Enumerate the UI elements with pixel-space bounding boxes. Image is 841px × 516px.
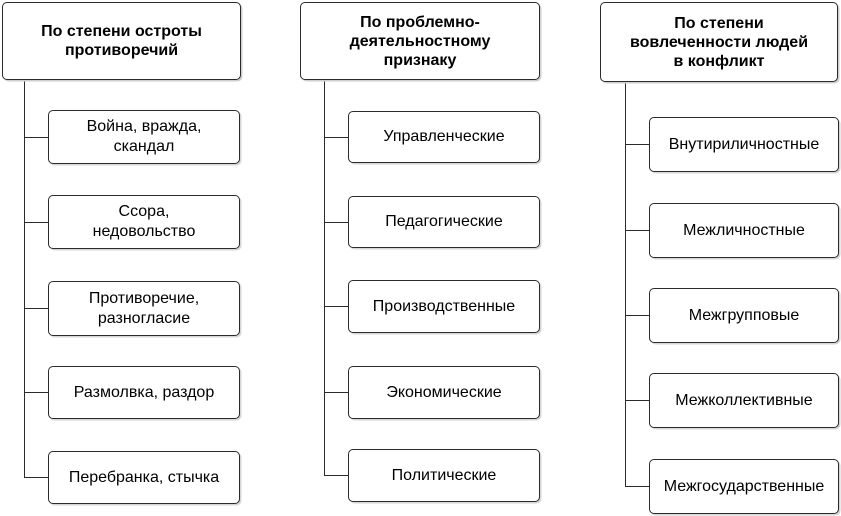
column-1-item-5: Перебранка, стычка [48, 451, 240, 504]
column-3-item-2: Межличностные [649, 203, 839, 258]
column-3-item-5: Межгосударственные [649, 459, 839, 514]
column-3-connector-branch [625, 315, 649, 316]
column-3-connector-branch [625, 486, 649, 487]
column-2-header: По проблемно- деятельностному признаку [300, 2, 540, 80]
column-2-connector-trunk [324, 80, 325, 475]
column-2-connector-branch [324, 137, 348, 138]
column-3-header: По степени вовлеченности людей в конфлик… [600, 2, 838, 82]
column-2-item-2: Педагогические [348, 196, 540, 248]
column-2-connector-branch [324, 306, 348, 307]
column-1-item-2: Ссора, недовольство [48, 195, 240, 249]
column-1-connector-branch [24, 477, 48, 478]
column-2-item-5: Политические [348, 449, 540, 502]
column-1-connector-trunk [24, 80, 25, 477]
column-3-item-3: Межгрупповые [649, 288, 839, 343]
column-1-header: По степени остроты противоречий [2, 2, 241, 80]
column-2-connector-branch [324, 222, 348, 223]
column-1-connector-branch [24, 137, 48, 138]
column-2-item-4: Экономические [348, 366, 540, 419]
column-1-item-1: Война, вражда, скандал [48, 110, 240, 164]
column-3-item-4: Межколлективные [649, 373, 839, 428]
column-1-connector-branch [24, 308, 48, 309]
column-3-item-1: Внутириличностные [649, 117, 839, 172]
column-3-connector-branch [625, 144, 649, 145]
column-3-connector-branch [625, 230, 649, 231]
column-2-connector-branch [324, 475, 348, 476]
column-1-connector-branch [24, 222, 48, 223]
column-2-item-3: Производственные [348, 280, 540, 333]
column-2-item-1: Управленческие [348, 111, 540, 163]
column-3-connector-branch [625, 400, 649, 401]
column-2-connector-branch [324, 392, 348, 393]
column-3-connector-trunk [625, 82, 626, 486]
column-1-item-4: Размолвка, раздор [48, 366, 240, 419]
column-1-connector-branch [24, 392, 48, 393]
column-1-item-3: Противоречие, разногласие [48, 281, 240, 336]
